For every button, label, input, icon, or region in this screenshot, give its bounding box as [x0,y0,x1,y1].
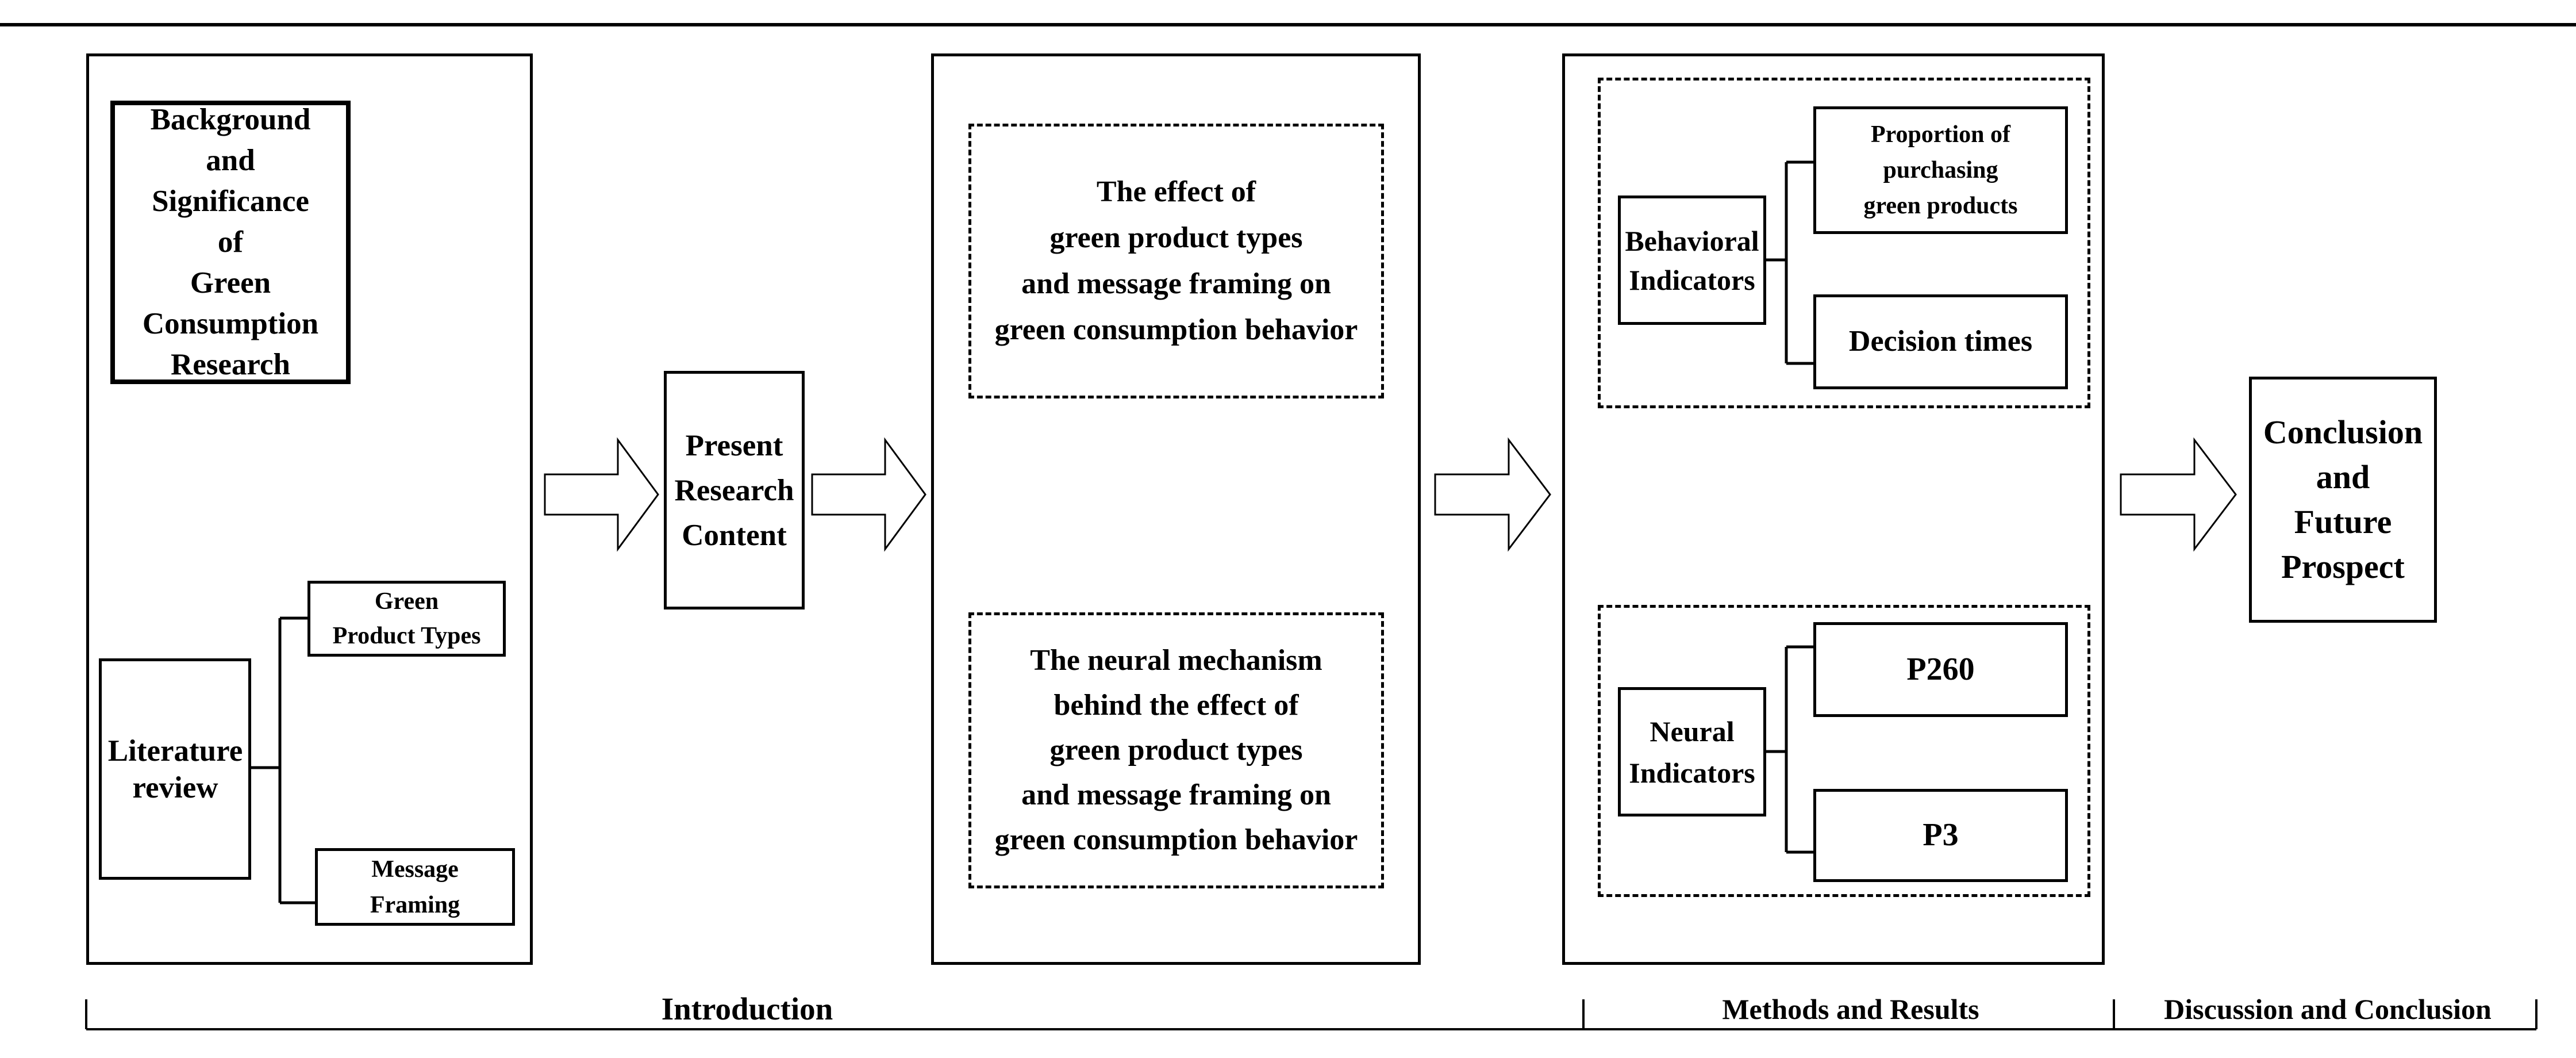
green-product-types-text: Green Product Types [332,588,481,649]
background-box [110,101,351,384]
research-content-panel [931,53,1421,965]
neural-mechanism-box [968,612,1384,888]
literature-review-box [99,658,251,880]
top-rule [0,23,2576,26]
message-framing-box [315,848,515,926]
section-discussion: Discussion and Conclusion [2127,990,2529,1028]
section-bracket [85,999,2537,1030]
decision-times-text: Decision times [1848,325,2033,358]
message-framing-text: Message Framing [370,856,460,918]
proportion-text: Proportion of purchasing green products [1863,121,2018,219]
behavioral-indicators-text: Behavioral Indicators [1625,224,1759,296]
behavioral-group [1598,78,2090,408]
neural-mechanism-text: The neural mechanism behind the effect o… [994,644,1358,856]
present-research-text: Present Research Content [674,428,794,552]
neural-indicators-box [1618,687,1766,816]
arrow-1 [544,437,659,552]
green-product-types-box [307,581,506,657]
effect-box [968,124,1384,398]
p260-text: P260 [1906,651,1975,687]
effect-text: The effect of green product types and me… [994,175,1358,346]
p3-text: P3 [1923,817,1959,853]
section-methods-results: Methods and Results [1609,990,2092,1028]
behavioral-bracket [1766,160,1813,365]
conclusion-text: Conclusion and Future Prospect [2263,413,2423,585]
section-introduction: Introduction [546,990,948,1028]
decision-times-box [1813,294,2068,389]
neural-group [1598,605,2090,897]
neural-indicators-text: Neural Indicators [1629,715,1755,789]
proportion-box [1813,106,2068,234]
p260-box [1813,622,2068,717]
background-text: Background and Significance of Green Con… [142,103,319,381]
conclusion-box [2249,377,2437,623]
p3-box [1813,789,2068,882]
literature-bracket [251,616,315,904]
arrow-4 [2120,437,2237,552]
behavioral-indicators-box [1618,195,1766,325]
arrow-3 [1434,437,1551,552]
literature-review-text: Literature review [107,734,243,804]
arrow-2 [811,437,926,552]
present-research-box [664,371,805,610]
neural-bracket [1766,645,1813,854]
